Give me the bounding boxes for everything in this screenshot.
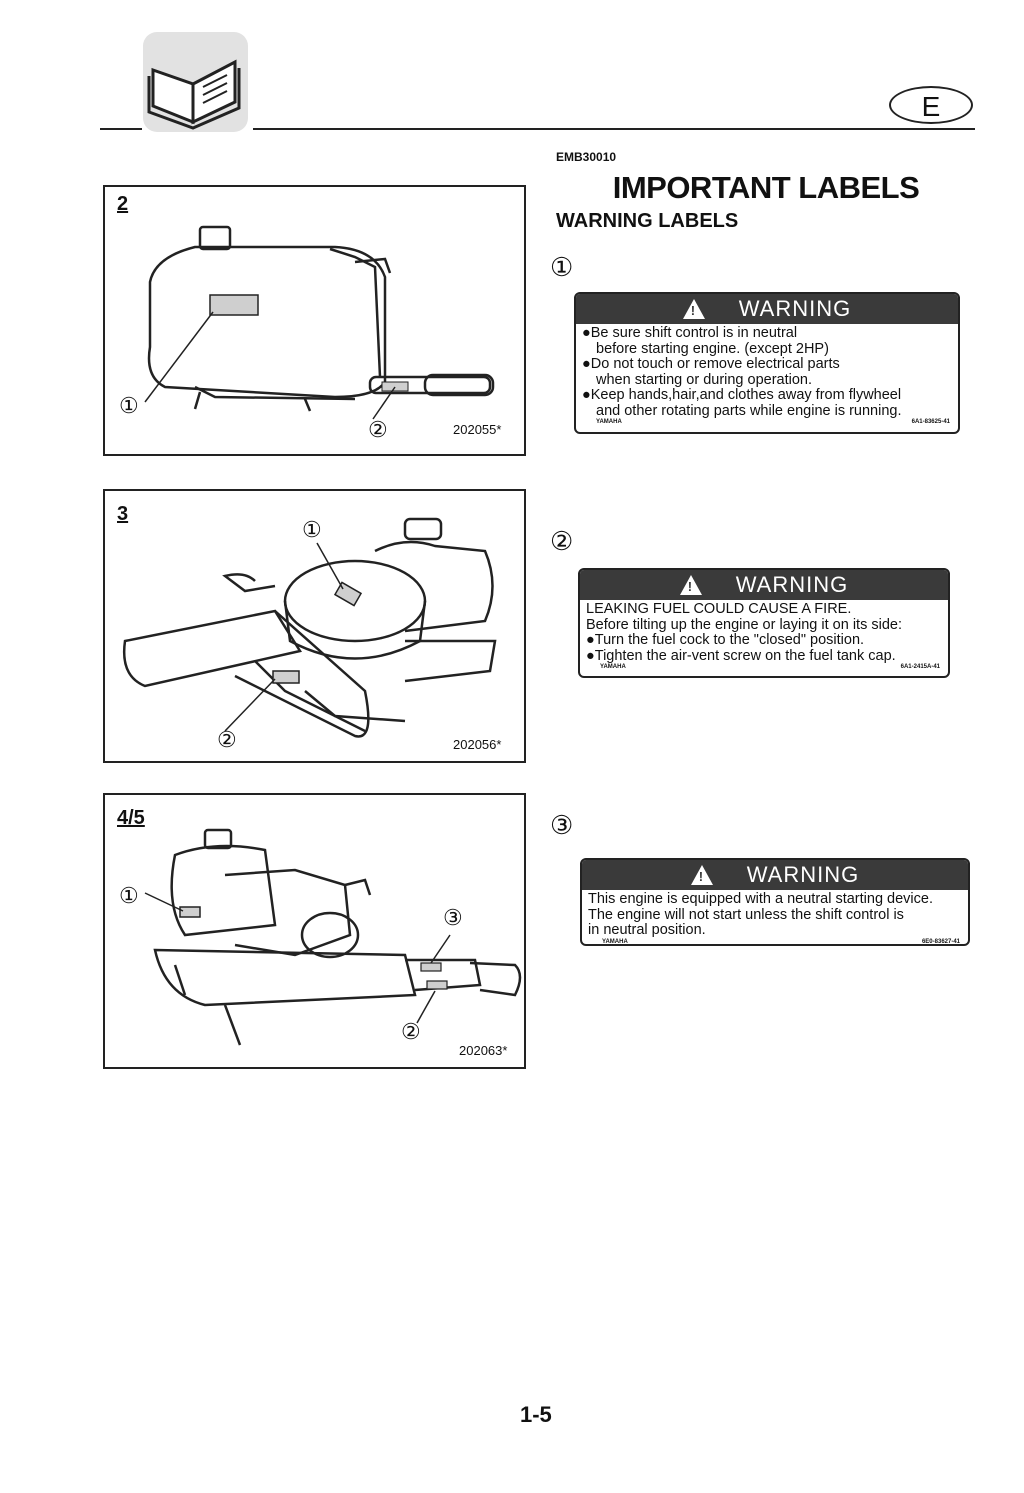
warning-label-1: ! WARNING ●Be sure shift control is in n… bbox=[574, 292, 960, 434]
callout-2: ② bbox=[401, 1019, 421, 1044]
callout-2: ② bbox=[368, 417, 388, 442]
figure-4-5: 4/5 ① ③ ② 202063* bbox=[103, 793, 526, 1069]
part-number: 6E0-83627-41 bbox=[921, 938, 960, 945]
warning-line: LEAKING FUEL COULD CAUSE A FIRE. bbox=[586, 601, 852, 617]
warning-label-3: ! WARNING This engine is equipped with a… bbox=[580, 858, 970, 946]
warning-triangle-icon: ! bbox=[682, 299, 705, 319]
engine-illustration bbox=[144, 225, 495, 420]
part-number: 6A1-83625-41 bbox=[911, 419, 950, 425]
warning-line: ●Turn the fuel cock to the "closed" posi… bbox=[586, 632, 865, 648]
header-rule-right bbox=[253, 128, 975, 130]
page-number: 1-5 bbox=[520, 1402, 552, 1427]
open-book-icon bbox=[143, 32, 248, 132]
warning-line: ●Keep hands,hair,and clothes away from f… bbox=[582, 387, 902, 403]
warning-line: Before tilting up the engine or laying i… bbox=[586, 616, 902, 633]
figure-id: 202056* bbox=[453, 737, 502, 752]
figure-number: 3 bbox=[117, 503, 129, 525]
section-subtitle: WARNING LABELS bbox=[556, 210, 739, 232]
warning-label-2: ! WARNING LEAKING FUEL COULD CAUSE A FIR… bbox=[578, 568, 950, 678]
brand-mark: YAMAHA bbox=[602, 938, 628, 945]
warning-line: in neutral position. bbox=[588, 922, 706, 938]
document-code: EMB30010 bbox=[556, 150, 617, 164]
warning-header: ! WARNING bbox=[580, 570, 948, 600]
engine-illustration bbox=[144, 828, 522, 1046]
label-footer: YAMAHA 6E0-83627-41 bbox=[582, 938, 968, 945]
figure-id: 202063* bbox=[459, 1043, 508, 1058]
warning-heading: WARNING bbox=[746, 862, 860, 887]
brand-mark: YAMAHA bbox=[596, 419, 622, 425]
warning-text: LEAKING FUEL COULD CAUSE A FIRE. Before … bbox=[580, 600, 948, 664]
label-marker-1: ① bbox=[550, 252, 574, 282]
warning-triangle-icon: ! bbox=[679, 575, 702, 595]
callout-3: ③ bbox=[443, 905, 463, 930]
label-marker-2: ② bbox=[550, 526, 574, 556]
language-badge: E bbox=[889, 86, 973, 124]
figure-3: 3 ① ② 202056* bbox=[103, 489, 526, 763]
figure-number: 4/5 bbox=[117, 807, 145, 829]
header-rule-left bbox=[100, 128, 142, 130]
callout-1: ① bbox=[302, 517, 322, 542]
warning-line: when starting or during operation. bbox=[596, 371, 813, 388]
figure-2: 2 ① ② 202055* bbox=[103, 185, 526, 456]
warning-line: before starting engine. (except 2HP) bbox=[596, 340, 829, 357]
label-marker-3: ③ bbox=[550, 810, 574, 840]
callout-1: ① bbox=[119, 393, 139, 418]
engine-illustration bbox=[122, 517, 497, 738]
warning-text: ●Be sure shift control is in neutral bef… bbox=[576, 324, 958, 419]
warning-triangle-icon: ! bbox=[690, 865, 713, 885]
warning-line: and other rotating parts while engine is… bbox=[596, 402, 902, 419]
warning-header: ! WARNING bbox=[576, 294, 958, 324]
warning-header: ! WARNING bbox=[582, 860, 968, 890]
warning-line: ●Be sure shift control is in neutral bbox=[582, 325, 798, 341]
callout-1: ① bbox=[119, 883, 139, 908]
page-title: IMPORTANT LABELS bbox=[612, 170, 920, 205]
warning-line: This engine is equipped with a neutral s… bbox=[588, 891, 933, 907]
warning-heading: WARNING bbox=[735, 572, 849, 597]
label-footer: YAMAHA 6A1-83625-41 bbox=[576, 419, 958, 427]
callout-2: ② bbox=[217, 727, 237, 752]
part-number: 6A1-2415A-41 bbox=[900, 664, 940, 670]
label-footer: YAMAHA 6A1-2415A-41 bbox=[580, 664, 948, 672]
brand-mark: YAMAHA bbox=[600, 664, 626, 670]
warning-line: ●Tighten the air-vent screw on the fuel … bbox=[586, 647, 896, 664]
figure-id: 202055* bbox=[453, 422, 502, 437]
warning-text: This engine is equipped with a neutral s… bbox=[582, 890, 968, 939]
figure-number: 2 bbox=[117, 193, 129, 215]
warning-heading: WARNING bbox=[738, 296, 852, 321]
warning-line: The engine will not start unless the shi… bbox=[588, 906, 904, 923]
warning-line: ●Do not touch or remove electrical parts bbox=[582, 356, 840, 372]
